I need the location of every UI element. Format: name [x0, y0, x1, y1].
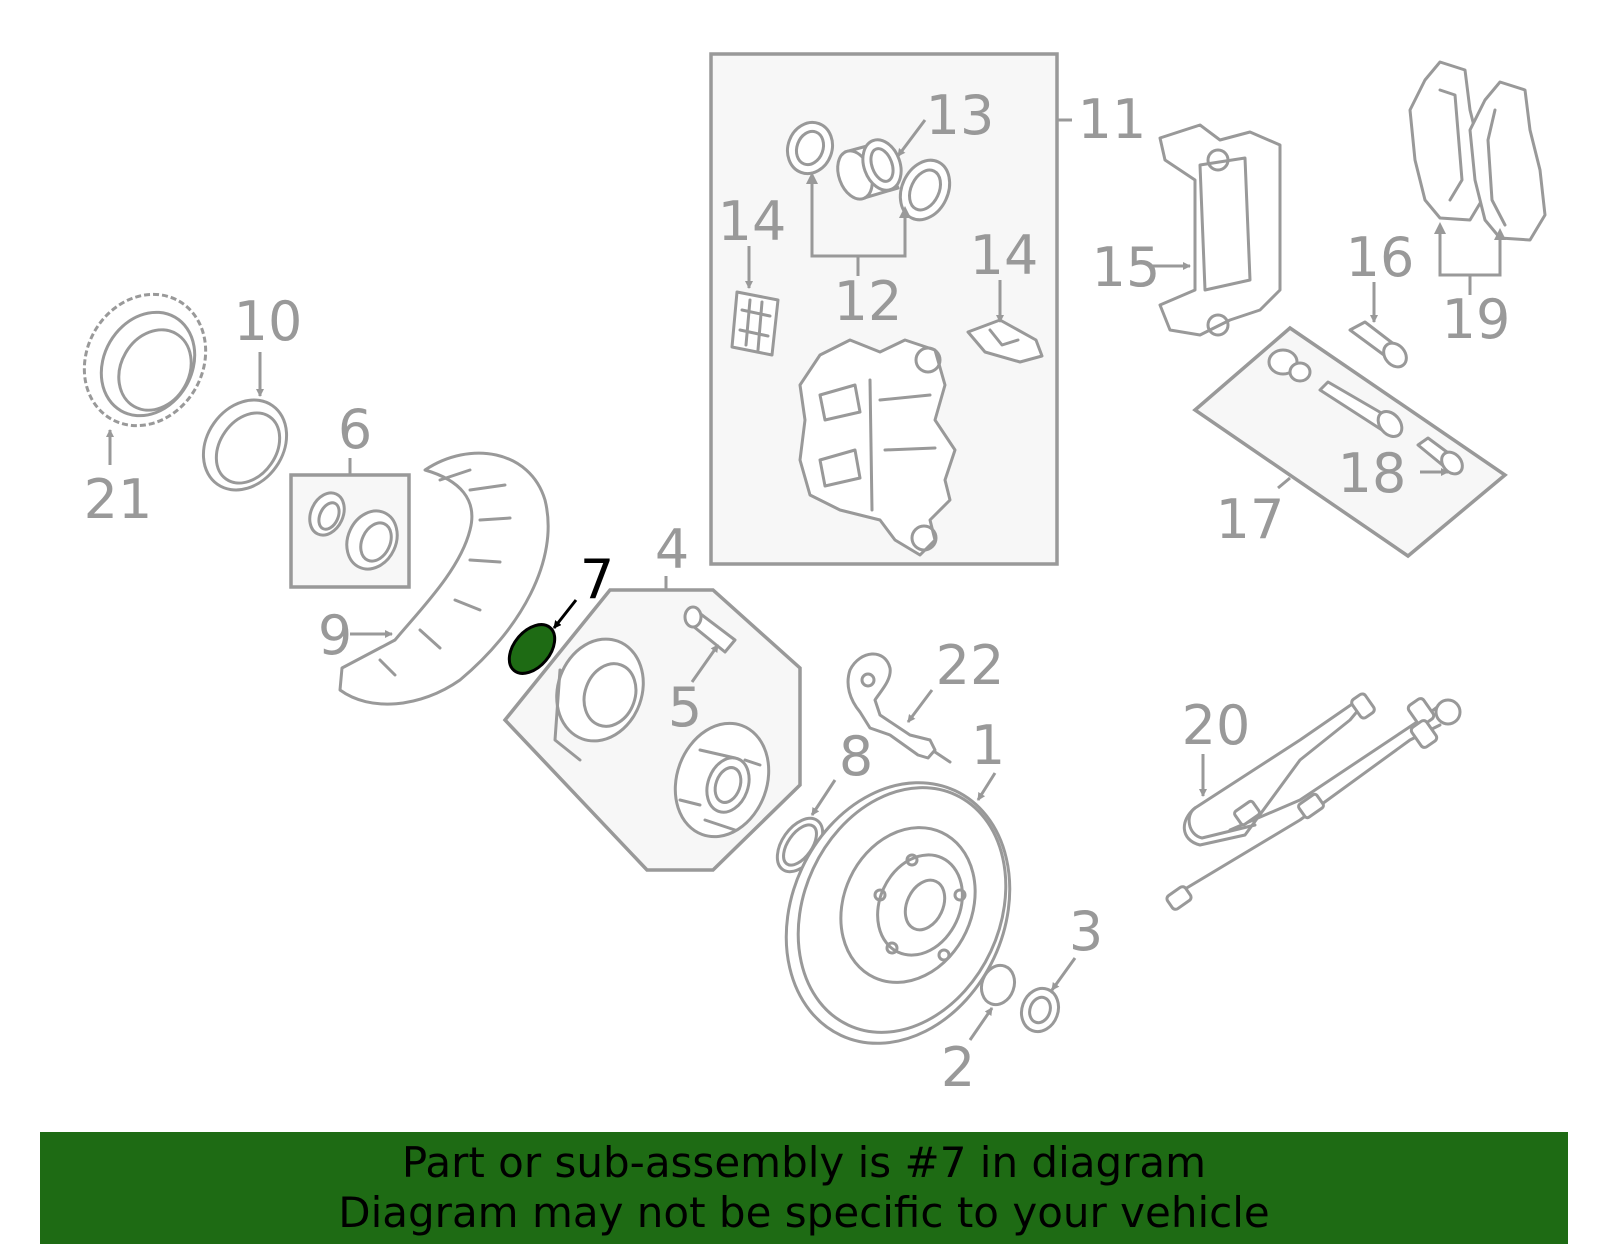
guide-pin-boot[interactable]: [1267, 348, 1312, 383]
callout-3: 3: [1069, 900, 1103, 963]
brake-rotor[interactable]: [745, 746, 1051, 1080]
callout-17: 17: [1216, 488, 1285, 551]
dust-cap[interactable]: [1016, 983, 1065, 1037]
callout-20: 20: [1182, 694, 1251, 757]
callout-18: 18: [1338, 442, 1407, 505]
callout-19: 19: [1442, 288, 1511, 351]
callout-6: 6: [338, 398, 372, 461]
hub-seal[interactable]: [186, 384, 303, 506]
abs-wheel-speed-sensor[interactable]: [846, 652, 952, 764]
info-banner: Part or sub-assembly is #7 in diagram Di…: [40, 1132, 1568, 1244]
callout-2: 2: [941, 1036, 975, 1099]
wheel-hub-front-view[interactable]: [660, 710, 784, 850]
callout-14-left: 14: [718, 190, 787, 253]
callout-22: 22: [936, 634, 1005, 697]
guide-pin[interactable]: [1318, 380, 1407, 441]
callout-9: 9: [318, 604, 352, 667]
callout-13: 13: [926, 84, 995, 147]
wheel-stud[interactable]: [683, 605, 737, 654]
caliper-mounting-bracket[interactable]: [1158, 123, 1282, 337]
brake-hoses[interactable]: [1165, 692, 1462, 911]
snap-ring[interactable]: [303, 487, 351, 540]
guide-pin-kit-box: [1192, 325, 1508, 559]
banner-line-disclaimer: Diagram may not be specific to your vehi…: [338, 1188, 1270, 1237]
brake-caliper-body[interactable]: [798, 338, 957, 557]
callout-15: 15: [1092, 236, 1161, 299]
caliper-dust-boot[interactable]: [891, 152, 959, 228]
caliper-piston[interactable]: [831, 134, 907, 204]
parts-diagram: 1 2 3 4 5 6 7 8 9 10 11 12 13 14 14 15 1…: [61, 52, 1547, 1099]
caliper-seal-ring-13[interactable]: [780, 116, 839, 180]
callout-16: 16: [1346, 226, 1415, 289]
callout-1: 1: [971, 714, 1005, 777]
spindle-nut[interactable]: [976, 961, 1020, 1010]
anti-rattle-clip-left[interactable]: [730, 290, 780, 357]
callout-14-right: 14: [970, 224, 1039, 287]
banner-line-part: Part or sub-assembly is #7 in diagram: [401, 1138, 1207, 1187]
abs-tone-ring[interactable]: [61, 272, 229, 448]
brake-pads[interactable]: [1408, 60, 1547, 242]
callout-7: 7: [580, 548, 614, 611]
wheel-bearing[interactable]: [338, 503, 407, 578]
callout-12: 12: [834, 270, 903, 333]
callout-21: 21: [84, 468, 153, 531]
callout-10: 10: [234, 290, 303, 353]
callout-5: 5: [668, 676, 702, 739]
wheel-hub-rear-view[interactable]: [543, 627, 658, 762]
caliper-bolt-16[interactable]: [1348, 320, 1411, 371]
callout-4: 4: [655, 518, 689, 581]
splash-shield[interactable]: [338, 451, 550, 706]
hub-cap-highlighted[interactable]: [500, 616, 564, 682]
callout-8: 8: [839, 725, 873, 788]
callout-11: 11: [1078, 88, 1147, 151]
